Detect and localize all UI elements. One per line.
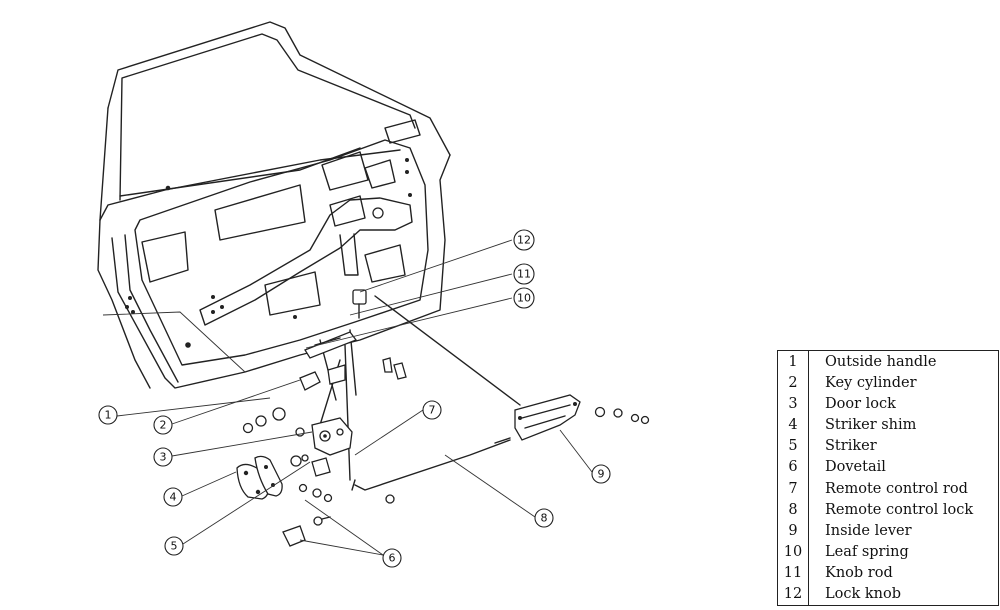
callout-10: 10 xyxy=(513,287,535,309)
legend-row: 4 Striker shim xyxy=(778,414,998,436)
legend-part-name: Remote control rod xyxy=(825,480,968,497)
legend-number: 3 xyxy=(778,393,809,415)
legend-part-name: Inside lever xyxy=(825,522,912,539)
legend-row: 9 Inside lever xyxy=(778,520,998,542)
callout-3: 3 xyxy=(153,447,173,467)
legend-number: 7 xyxy=(778,477,809,500)
legend-number: 4 xyxy=(778,414,809,436)
legend-number: 12 xyxy=(778,583,809,605)
legend-row: 8 Remote control lock xyxy=(778,499,998,521)
legend-number: 10 xyxy=(778,541,809,563)
legend-row: 6 Dovetail xyxy=(778,456,998,478)
inside-lever-part xyxy=(514,394,581,441)
legend-row: 12 Lock knob xyxy=(778,583,998,605)
legend-part-name: Dovetail xyxy=(825,459,886,476)
legend-number: 9 xyxy=(778,520,809,542)
callout-2: 2 xyxy=(153,415,173,435)
callout-7: 7 xyxy=(422,400,442,420)
callout-11: 11 xyxy=(513,263,535,285)
svg-text:10: 10 xyxy=(517,292,531,305)
legend-number: 6 xyxy=(778,456,809,478)
svg-text:8: 8 xyxy=(541,512,548,525)
door-panel xyxy=(97,21,451,389)
striker-part xyxy=(254,455,283,497)
legend-row: 1 Outside handle xyxy=(778,351,998,373)
svg-text:2: 2 xyxy=(160,419,167,432)
svg-text:6: 6 xyxy=(389,552,396,565)
callout-5: 5 xyxy=(164,536,184,556)
legend-number: 11 xyxy=(778,562,809,584)
lock-mechanism xyxy=(236,289,650,547)
legend-part-name: Striker shim xyxy=(825,417,917,434)
svg-text:1: 1 xyxy=(105,409,112,422)
legend-part-name: Door lock xyxy=(825,395,896,412)
legend-row: 3 Door lock xyxy=(778,393,998,415)
svg-text:7: 7 xyxy=(429,404,436,417)
callout-12: 12 xyxy=(513,229,535,251)
lock-knob-part xyxy=(352,289,367,319)
legend-part-name: Leaf spring xyxy=(825,543,909,560)
svg-text:3: 3 xyxy=(160,451,167,464)
legend-row: 5 Striker xyxy=(778,435,998,457)
callout-1: 1 xyxy=(98,405,118,425)
legend-part-name: Outside handle xyxy=(825,353,937,370)
legend-part-name: Key cylinder xyxy=(825,374,917,391)
callout-8: 8 xyxy=(534,508,554,528)
legend-number: 1 xyxy=(778,351,809,373)
svg-text:11: 11 xyxy=(517,268,531,281)
legend-row: 2 Key cylinder xyxy=(778,372,998,394)
svg-text:9: 9 xyxy=(598,468,605,481)
leader-lines xyxy=(116,239,593,556)
callout-9: 9 xyxy=(591,464,611,484)
dovetail-part xyxy=(282,457,333,547)
legend-number: 5 xyxy=(778,435,809,457)
legend-part-name: Lock knob xyxy=(825,586,902,603)
legend-part-name: Striker xyxy=(825,438,877,455)
svg-text:5: 5 xyxy=(171,540,178,553)
legend-part-name: Knob rod xyxy=(825,565,893,582)
remote-control-rod-part xyxy=(351,437,511,491)
legend-row: 7 Remote control rod xyxy=(778,477,998,500)
legend-row: 10 Leaf spring xyxy=(778,541,998,563)
callout-6: 6 xyxy=(382,548,402,568)
legend-number: 2 xyxy=(778,372,809,394)
legend-row: 11 Knob rod xyxy=(778,562,998,584)
svg-text:12: 12 xyxy=(517,234,531,247)
legend-number: 8 xyxy=(778,499,809,521)
svg-text:4: 4 xyxy=(170,491,177,504)
callout-4: 4 xyxy=(163,487,183,507)
door-lock-part xyxy=(311,417,353,456)
legend-part-name: Remote control lock xyxy=(825,501,974,518)
